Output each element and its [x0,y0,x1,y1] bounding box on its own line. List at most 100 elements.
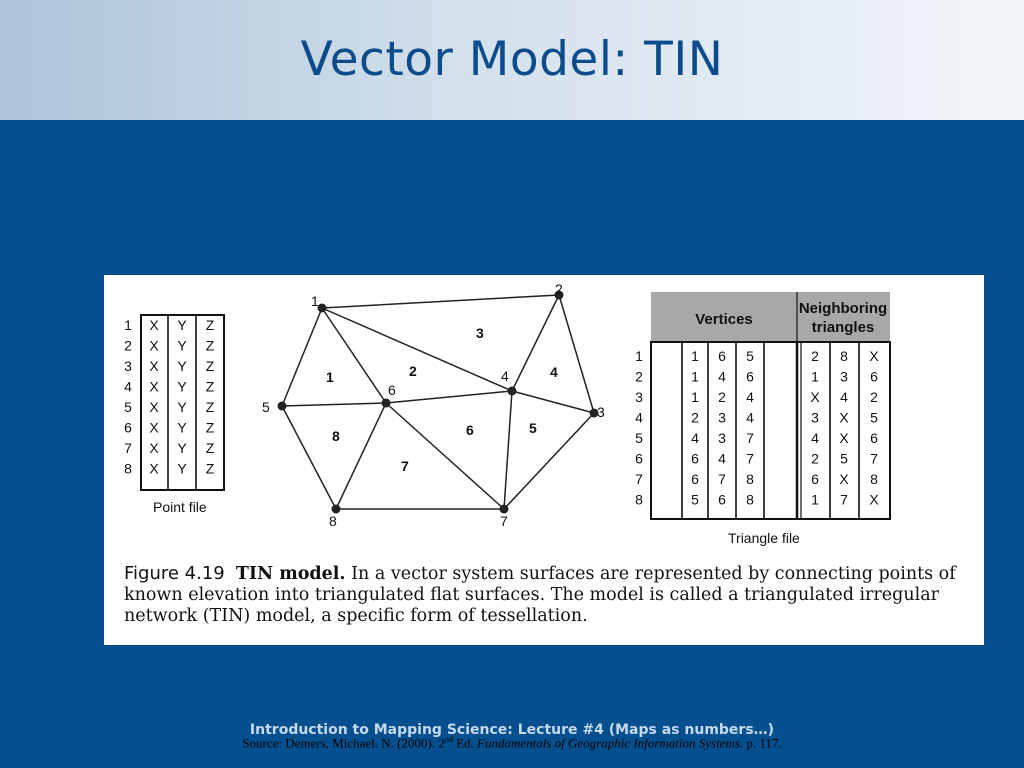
point-file-cell-id: 4 [124,379,132,395]
point-file-cell-id: 5 [124,399,132,415]
point-file-cell-y: Y [177,399,187,415]
triangle-file-neighbor: 2 [811,348,819,364]
triangle-file-vertex: 7 [718,471,726,487]
point-file-cell-id: 8 [124,461,132,477]
source-mid: Ed. [452,735,478,751]
point-label-5: 5 [262,399,270,415]
tin-vertex-2 [554,290,564,300]
triangle-file-neighbor: 1 [811,492,819,508]
triangle-file-neighbor: 2 [870,389,878,405]
triangle-file-neighbor: 2 [811,451,819,467]
triangle-file-vertex: 3 [718,430,726,446]
triangle-label-5: 5 [529,420,537,436]
triangle-file-vertex: 4 [718,451,726,467]
point-label-2: 2 [555,281,563,297]
triangle-file-id: 8 [635,492,643,508]
triangle-file-id: 4 [635,410,643,426]
triangle-file-vertex: 6 [718,348,726,364]
triangle-file-vertex: 1 [691,389,699,405]
point-file-cell-y: Y [177,461,187,477]
triangle-file-vertex: 4 [691,430,699,446]
triangle-label-3: 3 [476,325,484,341]
triangle-file-neighbor: X [869,492,879,508]
point-file-cell-x: X [149,317,159,333]
triangle-file-vertex: 6 [718,492,726,508]
triangle-file-neighbor: X [839,430,849,446]
tin-network [281,294,595,510]
triangle-file-neighbor: X [839,471,849,487]
point-label-7: 7 [500,513,508,529]
triangle-file-neighbor: 1 [811,369,819,385]
triangle-file-vertex: 6 [691,451,699,467]
point-file-cell-id: 2 [124,338,132,354]
tin-vertex-5 [277,401,287,411]
triangle-label-2: 2 [409,363,417,379]
triangle-file-neighbor: 3 [840,369,848,385]
point-file-cell-z: Z [206,420,215,436]
triangle-file-id: 2 [635,369,643,385]
triangle-file-neighbor: 4 [811,430,819,446]
point-file-cell-x: X [149,399,159,415]
point-file-cell-id: 6 [124,420,132,436]
triangle-file-neighbor: 7 [870,451,878,467]
triangle-file-vertex: 5 [746,348,754,364]
source-book-title: Fundamentals of Geographic Information S… [477,735,744,751]
tin-vertices [277,290,599,514]
figure-caption: Figure 4.19 TIN model. In a vector syste… [124,563,974,627]
point-label-1: 1 [311,293,319,309]
triangle-file-vertex: 4 [746,410,754,426]
triangle-file-neighbor: 6 [870,369,878,385]
point-file-cell-x: X [149,338,159,354]
triangle-file-vertex: 7 [746,430,754,446]
source-citation: Source: Demers, Michael. N. (2000). 2nd … [0,735,1024,751]
tin-vertex-6 [381,398,391,408]
triangle-label-8: 8 [332,428,340,444]
title-bar: Vector Model: TIN [0,0,1024,120]
triangle-file-neighbor: 5 [840,451,848,467]
triangle-file-vertex: 1 [691,348,699,364]
figure-caption-text: In a vector system surfaces are represen… [124,564,956,626]
triangle-file-neighbor: 5 [870,410,878,426]
triangle-file-vertex: 4 [718,369,726,385]
point-file-cell-y: Y [177,440,187,456]
point-file-label: Point file [153,499,207,515]
neighboring-header-line2: triangles [812,319,875,336]
point-file-cell-x: X [149,461,159,477]
triangle-file-label: Triangle file [728,530,800,546]
triangle-file-vertex: 3 [718,410,726,426]
triangle-label-1: 1 [326,369,334,385]
point-file-cell-x: X [149,358,159,374]
point-file-cell-z: Z [206,317,215,333]
triangle-file-neighbor: 6 [811,471,819,487]
point-file-cell-z: Z [206,399,215,415]
tin-triangle-labels: 1 2 3 4 5 6 7 8 [326,325,558,474]
source-edition-sup: nd [444,735,453,744]
point-file-cell-x: X [149,420,159,436]
tin-vertex-3 [589,408,599,418]
point-label-3: 3 [597,404,605,420]
tin-vertex-7 [499,504,509,514]
point-label-6: 6 [388,382,396,398]
point-file-cell-y: Y [177,379,187,395]
triangle-file-id: 6 [635,451,643,467]
source-suffix: p. 117. [743,735,782,751]
point-file-cell-y: Y [177,338,187,354]
triangle-file-vertex: 2 [691,410,699,426]
triangle-label-4: 4 [550,364,558,380]
triangle-file-neighbor: 3 [811,410,819,426]
triangle-file-vertex: 4 [746,389,754,405]
triangle-file-neighbor: 4 [840,389,848,405]
tin-vertex-8 [331,504,341,514]
point-file-cell-z: Z [206,440,215,456]
tin-vertex-1 [317,303,327,313]
triangle-file-neighbor: 8 [870,471,878,487]
point-file-cell-id: 7 [124,440,132,456]
point-file-cell-x: X [149,440,159,456]
triangle-file-neighbor: 8 [840,348,848,364]
point-file-cell-z: Z [206,338,215,354]
triangle-file-neighbor: 6 [870,430,878,446]
lecture-footer: Introduction to Mapping Science: Lecture… [249,722,775,738]
